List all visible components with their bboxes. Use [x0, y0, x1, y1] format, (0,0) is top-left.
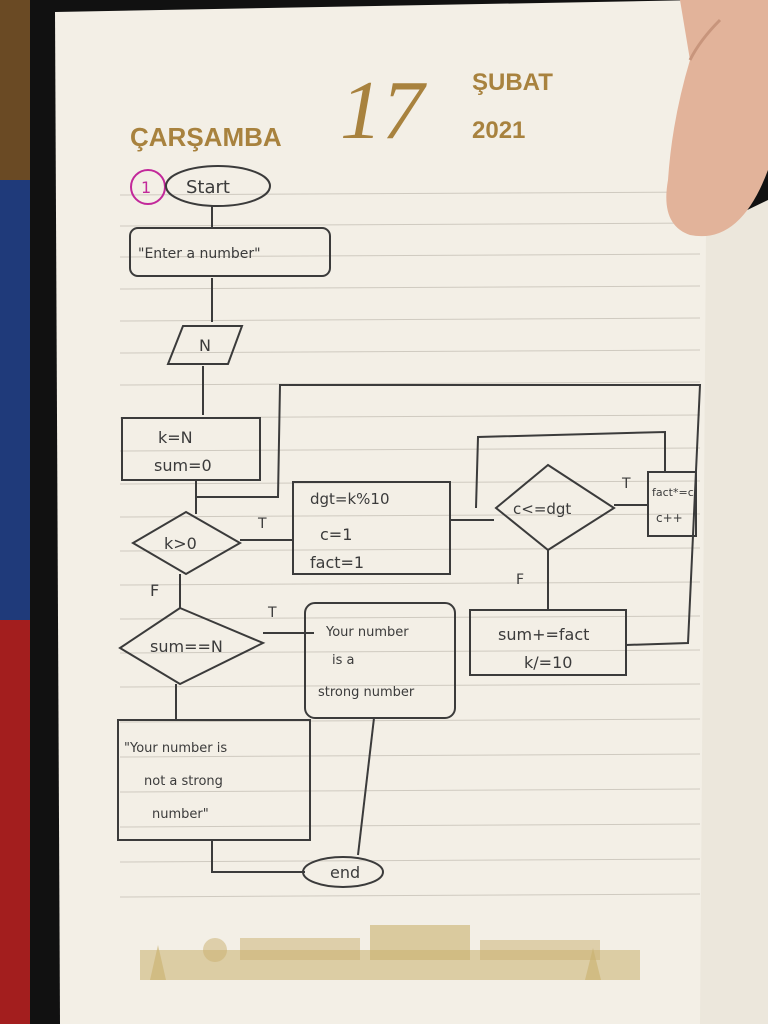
- arrow-true-end: [357, 717, 375, 856]
- output-true-box: [304, 602, 456, 719]
- loop-back-outer: [196, 384, 702, 646]
- check-decision: [118, 606, 266, 686]
- read-parallelogram: [166, 325, 244, 365]
- sum-update-box: [469, 609, 627, 676]
- output-false-box: [117, 719, 311, 841]
- counter-text: c=1: [320, 525, 352, 544]
- output-true-text-1: Your number: [325, 625, 409, 640]
- inner-condition-text: c<=dgt: [513, 500, 571, 518]
- palace-illustration: [140, 925, 640, 980]
- end-terminal: [302, 856, 384, 888]
- output-false-text-1: "Your number is: [124, 741, 227, 756]
- input-prompt-box: [129, 227, 331, 277]
- true-mark-inner: T: [621, 476, 631, 492]
- flowchart-texts: 1 Start "Enter a number" N k=N sum=0 k>0…: [124, 177, 694, 882]
- day-number: 17: [340, 64, 427, 157]
- end-text: end: [330, 863, 360, 882]
- input-prompt-text: "Enter a number": [138, 246, 261, 262]
- init-k-text: k=N: [158, 428, 193, 447]
- arrow-false-end: [211, 840, 305, 873]
- digit-box: [292, 481, 451, 575]
- fact-init-text: fact=1: [310, 553, 364, 572]
- right-page: [700, 200, 768, 1024]
- output-true-text-3: strong number: [318, 685, 415, 700]
- inner-body-box: [647, 471, 697, 537]
- output-false-text-2: not a strong: [144, 774, 223, 789]
- start-terminal: [165, 165, 271, 207]
- label-circle: [130, 169, 166, 205]
- digit-text: dgt=k%10: [310, 490, 390, 508]
- false-mark-loop: F: [150, 581, 159, 600]
- false-mark-inner: F: [516, 572, 524, 588]
- k-update-text: k/=10: [524, 653, 572, 672]
- check-text: sum==N: [150, 637, 223, 656]
- weekday-label: ÇARŞAMBA: [130, 122, 282, 152]
- flowchart: [117, 165, 702, 888]
- init-box: [121, 417, 261, 481]
- true-mark-check: T: [267, 605, 277, 621]
- true-mark-loop: T: [257, 516, 267, 532]
- output-true-text-2: is a: [332, 653, 354, 668]
- month-label: ŞUBAT: [472, 69, 553, 96]
- loop-decision: [131, 510, 243, 576]
- inner-body-text-1: fact*=c: [652, 486, 694, 499]
- loop-back-inner: [475, 430, 666, 509]
- loop-condition-text: k>0: [164, 534, 197, 553]
- output-false-text-3: number": [152, 807, 209, 822]
- start-text: Start: [186, 177, 230, 198]
- inner-body-text-2: c++: [656, 511, 683, 525]
- flowchart-label: 1: [141, 178, 151, 197]
- init-sum-text: sum=0: [154, 456, 212, 475]
- thumb-crease: [688, 18, 722, 61]
- sum-update-text: sum+=fact: [498, 625, 589, 644]
- read-text: N: [199, 336, 211, 355]
- year-label: 2021: [472, 117, 525, 144]
